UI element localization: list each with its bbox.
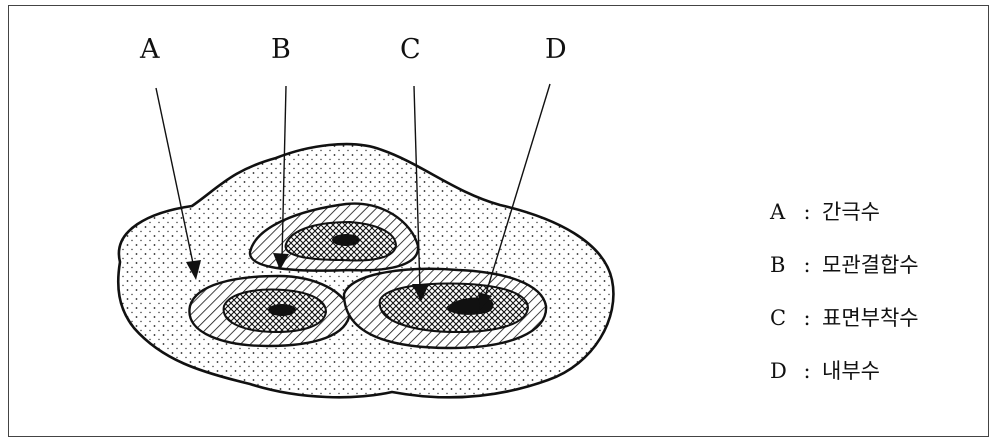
legend-separator: : xyxy=(792,359,822,383)
legend-item-b: B:모관결합수 xyxy=(770,249,919,302)
legend-separator: : xyxy=(792,200,822,224)
label-c: C xyxy=(400,34,421,65)
legend-separator: : xyxy=(792,253,822,277)
legend-key: C xyxy=(770,306,792,330)
legend: A:간극수 B:모관결합수 C:표면부착수 D:내부수 xyxy=(770,196,919,408)
label-a: A xyxy=(140,34,160,65)
legend-key: B xyxy=(770,253,792,277)
legend-separator: : xyxy=(792,306,822,330)
legend-item-c: C:표면부착수 xyxy=(770,302,919,355)
legend-key: A xyxy=(770,200,792,224)
legend-text: 표면부착수 xyxy=(822,302,919,332)
grain-left-core xyxy=(268,304,296,316)
legend-item-a: A:간극수 xyxy=(770,196,919,249)
legend-key: D xyxy=(770,359,792,383)
legend-text: 내부수 xyxy=(822,355,880,385)
legend-text: 모관결합수 xyxy=(822,249,919,279)
label-d: D xyxy=(545,34,567,65)
grain-upper-core xyxy=(332,234,360,246)
legend-text: 간극수 xyxy=(822,196,880,226)
label-b: B xyxy=(271,34,291,65)
legend-item-d: D:내부수 xyxy=(770,355,919,408)
